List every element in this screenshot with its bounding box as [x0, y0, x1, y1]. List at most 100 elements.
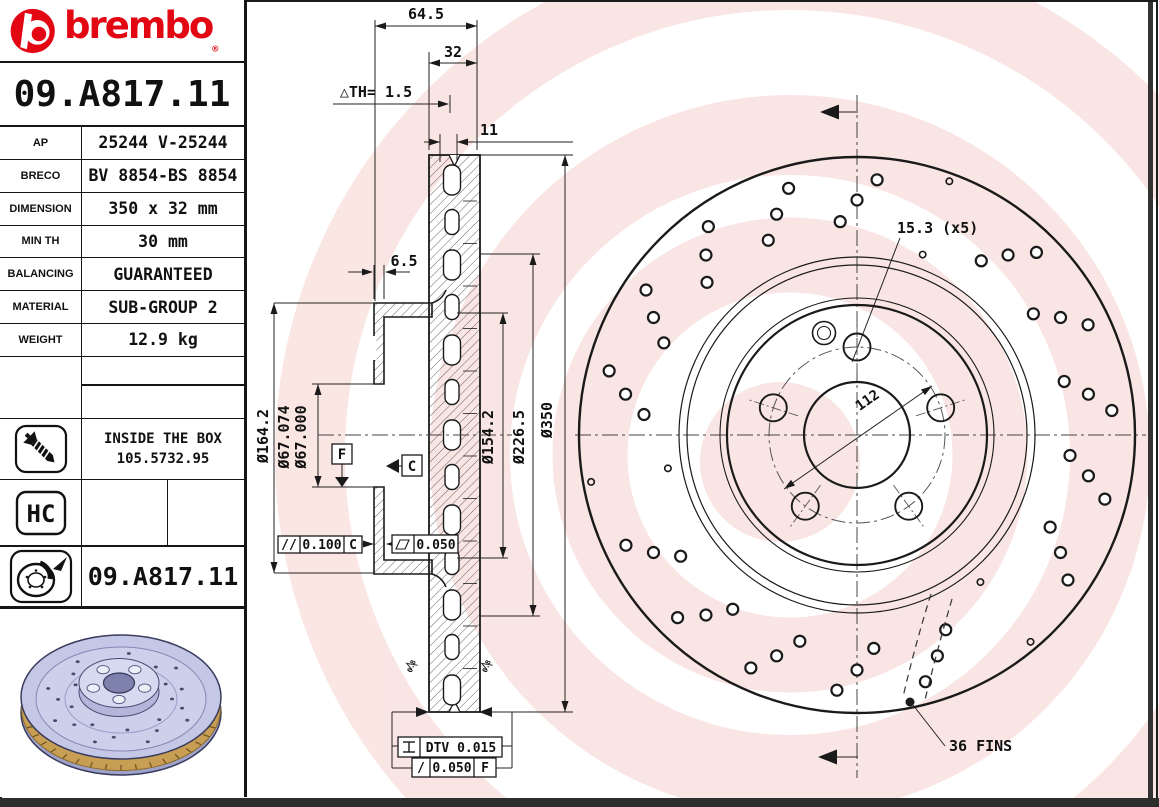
- small-drill-hole: [663, 464, 672, 473]
- photo-lug-hole: [112, 694, 126, 705]
- drill-hole: [830, 683, 844, 697]
- dim-arrow: [561, 701, 569, 712]
- flatness-symbol: [395, 539, 410, 550]
- drill-hole-slot: [442, 674, 462, 706]
- drill-hole: [850, 663, 864, 677]
- drill-hole-slot: [444, 378, 460, 406]
- outer-diameter-circle: [577, 155, 1137, 715]
- fillet-bottom: [431, 573, 447, 588]
- dim-line: [912, 704, 946, 747]
- drill-hole-slot: [444, 293, 460, 321]
- spec-value: 350 x 32 mm: [108, 199, 218, 219]
- dim-hat-thickness: 6.5: [390, 252, 417, 270]
- datum-f-triangle: [335, 477, 349, 487]
- fin-edge-tick: [134, 764, 138, 770]
- hat-wall-notch: [372, 336, 377, 360]
- dim-hole-width: 11: [480, 121, 498, 139]
- label-fins: 36 FINS: [949, 737, 1012, 755]
- brembo-logo-icon: [10, 8, 55, 53]
- fin-edge-tick: [162, 758, 167, 764]
- photo-drill-dot: [125, 728, 130, 732]
- section-cut-arrow: [818, 749, 837, 765]
- bolt-hole: [758, 393, 788, 423]
- dim-th-note: △TH= 1.5: [340, 83, 412, 101]
- sheet-edge-right: [1148, 2, 1153, 805]
- spec-label: MIN TH: [0, 225, 82, 258]
- drill-hole: [1105, 403, 1119, 418]
- dim-band-width: 32: [444, 43, 462, 61]
- datum-c-triangle: [386, 459, 399, 473]
- drill-hole-slot: [442, 249, 462, 281]
- runout-datum: F: [481, 761, 489, 776]
- fin-edge-tick: [185, 748, 192, 753]
- fin-outline-dashed2: [923, 598, 953, 705]
- datum-c-label: C: [408, 459, 416, 475]
- datum-c-box: [401, 454, 423, 477]
- small-drill-hole: [976, 578, 985, 587]
- drill-hole: [1053, 545, 1068, 560]
- spec-value: SUB-GROUP 2: [108, 297, 218, 317]
- bolt-circle: [768, 346, 946, 524]
- drill-hole: [1001, 248, 1015, 262]
- empty-value-cells: [82, 357, 244, 418]
- drill-hole: [770, 649, 784, 663]
- small-drill-hole: [918, 250, 927, 259]
- runout-frame: [411, 757, 497, 778]
- dim-arrow: [920, 386, 932, 396]
- spec-value: GUARANTEED: [113, 264, 213, 284]
- drill-hole: [699, 248, 713, 262]
- bolt-hole-centerline: [893, 484, 925, 528]
- drill-hole: [770, 207, 784, 221]
- hc-empty-cell-1: [82, 480, 168, 545]
- fin-edge-tick: [148, 761, 153, 768]
- small-drill-hole: [1026, 637, 1035, 646]
- drill-hole: [619, 538, 633, 552]
- fin-edge-tick: [32, 733, 40, 738]
- screw-icon: [14, 424, 67, 474]
- dim-arrow: [499, 547, 507, 558]
- drill-hole: [761, 233, 775, 247]
- footer-part-number: 09.A817.11: [87, 562, 239, 591]
- drill-hole: [657, 336, 671, 350]
- dim-arrow: [270, 562, 278, 573]
- fin-edge-tick: [89, 761, 94, 768]
- bolt-hole: [842, 332, 872, 362]
- brand-header: brembo®: [0, 0, 244, 63]
- drill-hole-slot: [444, 633, 460, 661]
- spec-value: 12.9 kg: [128, 330, 198, 350]
- spec-label: WEIGHT: [0, 324, 82, 356]
- dim-arrow: [466, 22, 477, 30]
- drill-hole: [833, 215, 847, 229]
- bolt-hole: [790, 491, 820, 521]
- photo-drill-dot: [53, 719, 58, 723]
- drill-hole: [674, 549, 688, 563]
- roughness-value-left: 0.8: [406, 659, 418, 674]
- dim-dia-hat: Ø164.2: [254, 409, 272, 464]
- dim-line: [851, 237, 901, 363]
- registered-mark: ®: [212, 43, 219, 55]
- dim-arrow: [385, 268, 396, 276]
- dim-arrow: [429, 138, 440, 146]
- fin-outline-dashed: [902, 593, 932, 698]
- photo-drill-dot: [179, 687, 184, 691]
- dim-dia-outer: Ø350: [538, 402, 556, 439]
- product-photo-row: [0, 609, 244, 797]
- bolt-hole-centerline: [789, 484, 821, 528]
- drill-hole-slot: [442, 504, 462, 536]
- empty-label-cell: [0, 357, 82, 418]
- photo-drill-dot: [180, 706, 185, 710]
- photo-drill-dot: [73, 683, 78, 687]
- drill-hole: [850, 193, 864, 207]
- disc-3d-render: [20, 634, 222, 776]
- dim-arrow: [375, 22, 386, 30]
- drill-hole: [974, 254, 988, 268]
- bolt-hole: [894, 491, 924, 521]
- bolt-hole-centerline: [748, 399, 799, 417]
- drill-hole: [726, 602, 740, 616]
